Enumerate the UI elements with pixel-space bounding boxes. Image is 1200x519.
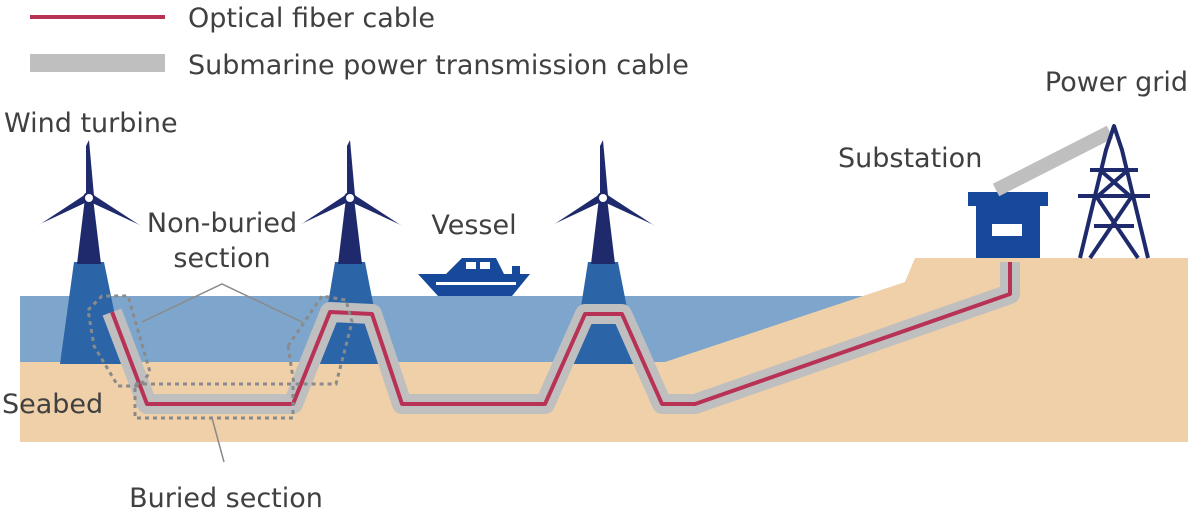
vessel-label: Vessel xyxy=(431,210,516,241)
buried-callout xyxy=(211,417,225,463)
substation-roof xyxy=(968,192,1048,206)
grid-connection-line xyxy=(992,125,1114,197)
power-grid-tower-icon xyxy=(1078,124,1150,260)
tower-brace-2 xyxy=(1096,168,1130,198)
vessel-icon xyxy=(418,258,530,296)
turbine-3-tower xyxy=(591,198,615,264)
turbine-1-blade-right xyxy=(90,194,142,226)
non-buried-label-line2: section xyxy=(173,243,270,274)
vessel-window-2 xyxy=(480,262,490,269)
power-grid-label: Power grid xyxy=(1045,67,1188,98)
callout-lines xyxy=(141,283,303,463)
seabed xyxy=(20,258,1188,442)
buried-section-label: Buried section xyxy=(129,483,323,514)
legend-power-cable-label: Submarine power transmission cable xyxy=(188,50,689,81)
non-buried-outline-2 xyxy=(286,294,354,386)
turbine-2-blade-right xyxy=(351,194,403,226)
turbine-3 xyxy=(552,140,656,264)
wind-turbine-label: Wind turbine xyxy=(4,108,178,139)
non-buried-outline-1 xyxy=(86,294,152,388)
turbine-3-blade-right xyxy=(604,194,656,226)
turbine-2-hub xyxy=(344,192,356,204)
turbine-1-tower xyxy=(77,198,101,264)
turbine-3-blade-left xyxy=(552,194,601,225)
substation-icon xyxy=(968,192,1048,258)
turbine-1 xyxy=(38,140,142,264)
substation-window xyxy=(992,224,1022,236)
vessel-window-1 xyxy=(466,262,476,269)
non-buried-markers xyxy=(86,294,354,388)
vessel-mast xyxy=(512,266,520,274)
seabed-label: Seabed xyxy=(2,389,103,420)
legend-fiber-label: Optical fiber cable xyxy=(188,3,435,34)
turbine-1-hub xyxy=(83,192,95,204)
tower-outline xyxy=(1078,124,1150,259)
turbine-1-blade-left xyxy=(38,194,87,225)
turbine-3-blade-up xyxy=(600,140,608,196)
turbine-2-blade-left xyxy=(299,194,348,225)
turbine-3-hub xyxy=(597,192,609,204)
turbine-2 xyxy=(299,140,403,264)
turbine-1-blade-up xyxy=(86,140,94,196)
legend: Optical fiber cable Submarine power tran… xyxy=(30,3,689,81)
non-buried-callout xyxy=(141,283,303,323)
turbine-2-tower xyxy=(338,198,362,264)
substation-label: Substation xyxy=(838,143,982,174)
turbine-2-blade-up xyxy=(347,140,355,196)
turbine-1-foundation xyxy=(60,262,125,364)
vessel-stripe xyxy=(436,282,516,285)
non-buried-label-line1: Non-buried xyxy=(147,208,297,239)
